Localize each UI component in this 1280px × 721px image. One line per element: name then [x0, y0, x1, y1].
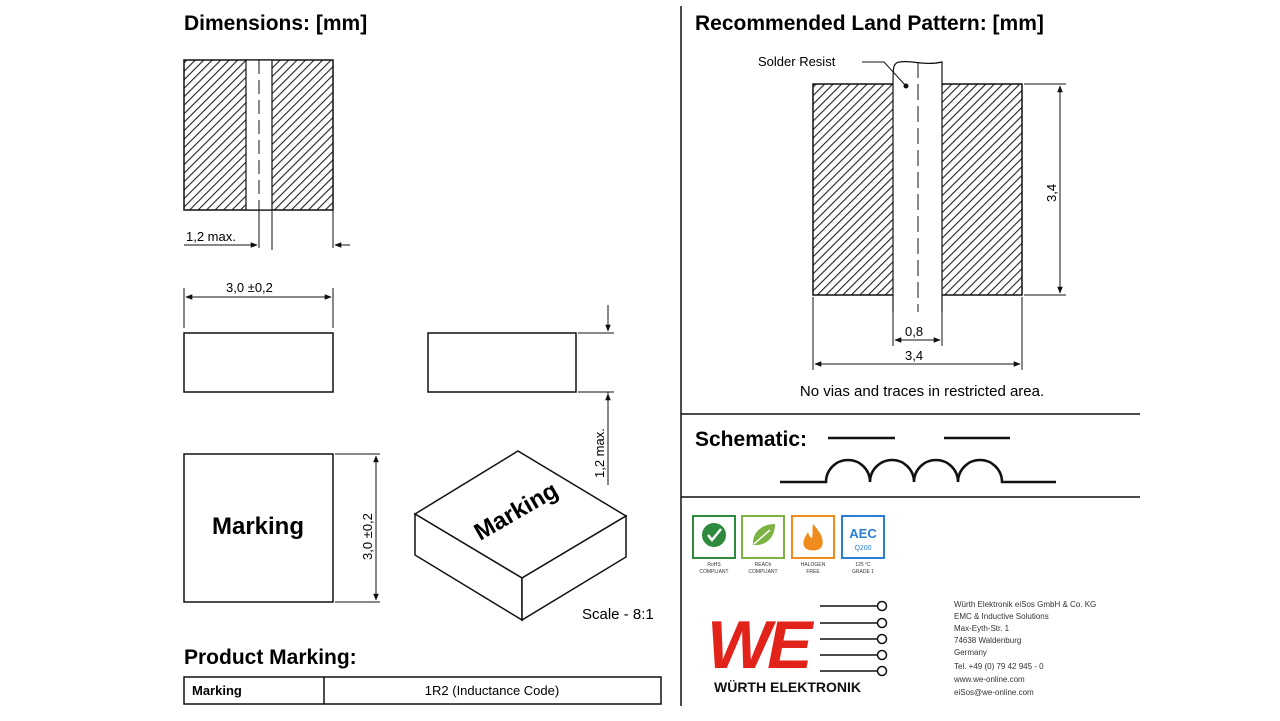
reach-line-1: REACh — [755, 562, 772, 568]
length-dimension: 3,0 ±0,2 — [183, 280, 334, 328]
length-label: 3,0 ±0,2 — [226, 280, 273, 295]
address-line: Germany — [954, 648, 987, 657]
leaf-icon — [752, 524, 775, 546]
address-line: 74638 Waldenburg — [954, 636, 1021, 645]
address-line: Tel. +49 (0) 79 42 945 - 0 — [954, 662, 1044, 671]
width-label: 3,0 ±0,2 — [360, 513, 375, 560]
aec-badge-text: AEC — [849, 526, 877, 541]
solder-resist-label: Solder Resist — [758, 54, 836, 69]
land-gap-label: 0,8 — [905, 324, 923, 339]
globe-check-icon — [702, 523, 726, 547]
width-dimension: 3,0 ±0,2 — [335, 453, 380, 603]
address-block: Würth Elektronik eiSos GmbH & Co. KG EMC… — [953, 600, 1096, 697]
marking-row-label: Marking — [192, 683, 242, 698]
reach-badge: REACh COMPLIANT — [741, 515, 785, 575]
bottom-view — [183, 59, 334, 211]
solder-resist-callout: Solder Resist — [758, 54, 909, 89]
inductor-symbol — [780, 436, 1056, 484]
flame-icon — [803, 524, 823, 551]
side-view-front — [183, 332, 334, 393]
product-marking-table: Marking 1R2 (Inductance Code) — [183, 676, 662, 705]
circuit-lines — [820, 600, 888, 677]
lead-width-dimension: 1,2 max. — [184, 210, 350, 250]
address-line: EMC & Inductive Solutions — [954, 612, 1049, 621]
aec-badge-subtext: Q200 — [854, 545, 871, 552]
land-width-dimension: 3,4 — [812, 297, 1023, 370]
marking-row-value: 1R2 (Inductance Code) — [425, 683, 559, 698]
aec-line-2: GRADE 1 — [852, 569, 874, 575]
height-label: 1,2 max. — [592, 428, 607, 478]
dimensions-title: Dimensions: [mm] — [184, 12, 367, 35]
aec-q200-icon: AEC Q200 — [849, 526, 877, 552]
land-height-label: 3,4 — [1044, 184, 1059, 202]
schematic-title: Schematic: — [695, 428, 807, 451]
isometric-view: Marking — [413, 450, 628, 622]
lead-width-label: 1,2 max. — [186, 229, 236, 244]
address-line: www.we-online.com — [953, 675, 1025, 684]
top-view-marking: Marking — [212, 513, 304, 540]
halogen-badge: HALOGEN FREE — [791, 515, 835, 575]
land-pattern-title: Recommended Land Pattern: [mm] — [695, 12, 1044, 35]
rohs-badge: RoHS COMPLIANT — [692, 515, 736, 575]
land-gap-dimension: 0,8 — [892, 312, 943, 346]
rohs-line-1: RoHS — [707, 562, 721, 568]
address-line: eiSos@we-online.com — [954, 688, 1034, 697]
reach-line-2: COMPLIANT — [748, 569, 777, 575]
land-width-label: 3,4 — [905, 348, 923, 363]
height-dimension: 1,2 max. — [578, 305, 614, 485]
land-pattern-pads — [812, 60, 1023, 312]
scale-label: Scale - 8:1 — [582, 606, 654, 623]
aec-line-1: 125 °C — [855, 562, 871, 568]
address-line: Würth Elektronik eiSos GmbH & Co. KG — [954, 600, 1096, 609]
land-height-dimension: 3,4 — [1024, 83, 1066, 296]
we-logo: WE WÜRTH ELEKTRONIK — [707, 600, 888, 695]
side-view-right — [427, 332, 577, 393]
halogen-line-2: FREE — [806, 569, 820, 575]
product-marking-title: Product Marking: — [184, 646, 357, 669]
top-view — [183, 453, 334, 603]
land-pattern-note: No vias and traces in restricted area. — [800, 383, 1044, 400]
aec-badge: AEC Q200 125 °C GRADE 1 — [841, 515, 885, 575]
brand-name: WÜRTH ELEKTRONIK — [714, 679, 861, 695]
halogen-line-1: HALOGEN — [801, 562, 826, 568]
logo-text: WE — [707, 607, 815, 683]
address-line: Max-Eyth-Str. 1 — [954, 624, 1010, 633]
rohs-line-2: COMPLIANT — [699, 569, 728, 575]
